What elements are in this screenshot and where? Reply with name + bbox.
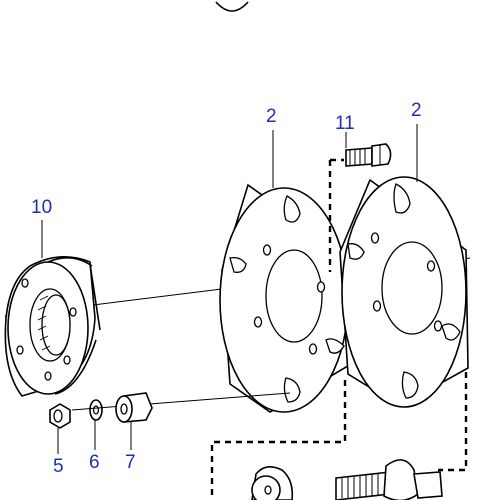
- bottom-mount-left: [251, 466, 294, 500]
- top-circle-fragment: [215, 1, 249, 12]
- plate-right-part: [339, 176, 469, 408]
- bottom-mount-right: [335, 459, 443, 500]
- callout-washer: 6: [89, 452, 100, 473]
- bolt-part: [345, 143, 392, 167]
- flange-part: [4, 256, 101, 397]
- plate-left-part: [219, 183, 359, 413]
- lower-dashed-line-left: [210, 380, 347, 498]
- callout-bolt: 11: [335, 113, 355, 134]
- nut-part: [49, 403, 71, 429]
- fastener-axis-line: [71, 392, 291, 411]
- washer-part: [89, 399, 103, 421]
- spacer-part: [115, 392, 153, 423]
- callout-nut: 5: [53, 456, 64, 477]
- callout-spacer: 7: [125, 452, 136, 473]
- callout-flange: 10: [31, 197, 52, 218]
- callout-plate-right: 2: [411, 100, 422, 121]
- callout-plate-left: 2: [266, 106, 277, 127]
- bolt-dashed-line: [328, 158, 344, 272]
- lower-dashed-line-right: [438, 372, 468, 472]
